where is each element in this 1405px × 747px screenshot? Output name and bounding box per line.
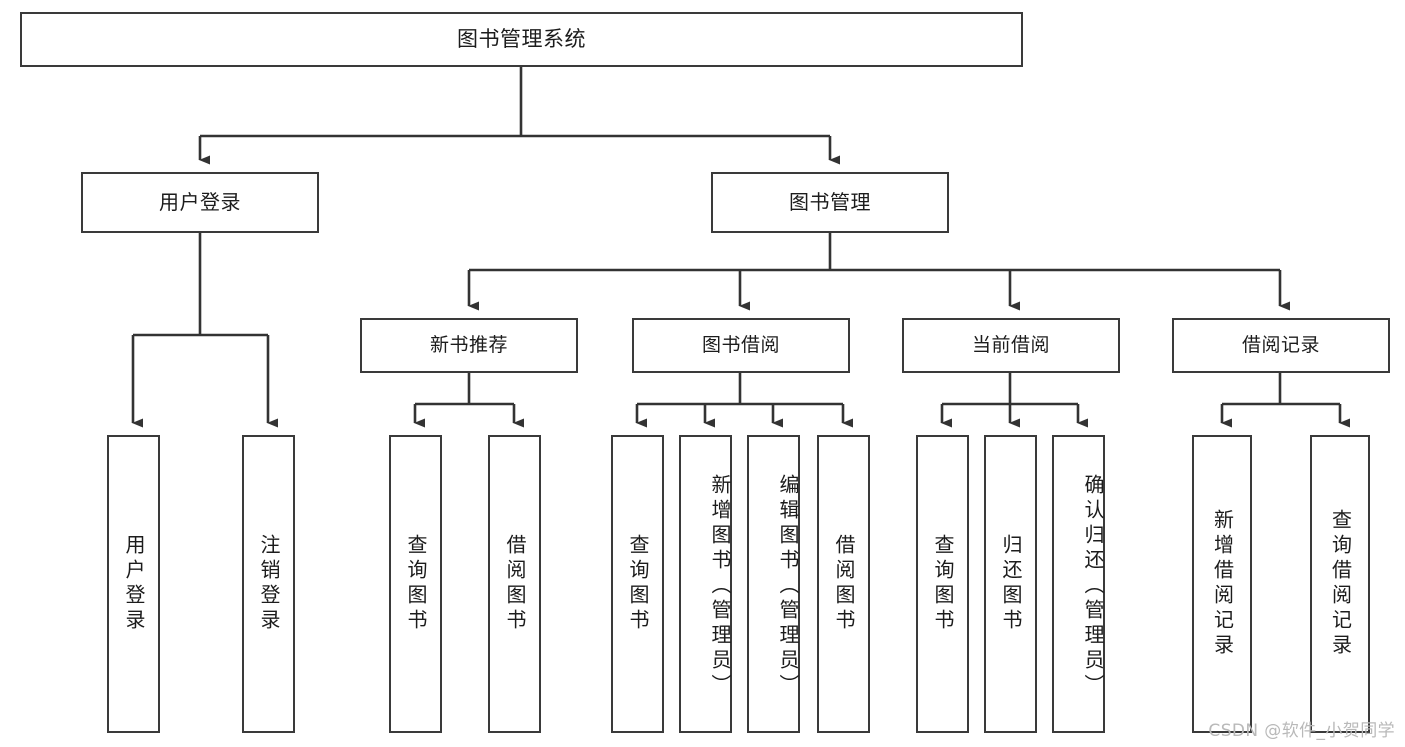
node-label: 新增图书（管理员） <box>708 473 732 699</box>
node-label: 编辑图书（管理员） <box>776 473 800 699</box>
node-leaf-query-record[interactable]: 查询借阅记录 <box>1310 435 1370 733</box>
node-label: 新增借阅记录 <box>1210 509 1235 659</box>
node-leaf-add-record[interactable]: 新增借阅记录 <box>1192 435 1252 733</box>
node-leaf-borrow-book-2[interactable]: 借阅图书 <box>817 435 870 733</box>
node-new-book-recommend[interactable]: 新书推荐 <box>360 318 578 373</box>
node-label: 查询图书 <box>626 534 650 634</box>
node-leaf-add-book[interactable]: 新增图书（管理员） <box>679 435 732 733</box>
node-label: 借阅图书 <box>503 534 527 634</box>
node-leaf-confirm-return[interactable]: 确认归还（管理员） <box>1052 435 1105 733</box>
node-leaf-logout[interactable]: 注销登录 <box>242 435 295 733</box>
node-leaf-edit-book[interactable]: 编辑图书（管理员） <box>747 435 800 733</box>
node-book-management-system[interactable]: 图书管理系统 <box>20 12 1023 67</box>
node-leaf-query-book-2[interactable]: 查询图书 <box>611 435 664 733</box>
node-label: 图书借阅 <box>701 333 780 356</box>
node-label: 图书管理系统 <box>457 26 586 51</box>
node-leaf-borrow-book-1[interactable]: 借阅图书 <box>488 435 541 733</box>
node-label: 确认归还（管理员） <box>1081 473 1105 699</box>
node-leaf-user-login[interactable]: 用户登录 <box>107 435 160 733</box>
node-label: 归还图书 <box>999 534 1023 634</box>
node-current-loan[interactable]: 当前借阅 <box>902 318 1120 373</box>
node-label: 查询图书 <box>404 534 428 634</box>
node-label: 借阅记录 <box>1241 333 1320 356</box>
node-label: 查询图书 <box>931 534 955 634</box>
node-label: 用户登录 <box>122 534 146 634</box>
node-label: 当前借阅 <box>971 333 1050 356</box>
node-leaf-return-book[interactable]: 归还图书 <box>984 435 1037 733</box>
node-label: 注销登录 <box>257 534 281 634</box>
node-book-management[interactable]: 图书管理 <box>711 172 949 233</box>
node-leaf-query-book-3[interactable]: 查询图书 <box>916 435 969 733</box>
node-label: 用户登录 <box>159 190 241 215</box>
node-loan-record[interactable]: 借阅记录 <box>1172 318 1390 373</box>
node-label: 图书管理 <box>789 190 871 215</box>
csdn-watermark: CSDN @软件_小贺同学 <box>1208 721 1395 741</box>
node-label: 借阅图书 <box>832 534 856 634</box>
node-label: 查询借阅记录 <box>1328 509 1353 659</box>
node-label: 新书推荐 <box>429 333 508 356</box>
node-book-borrow[interactable]: 图书借阅 <box>632 318 850 373</box>
node-leaf-query-book-1[interactable]: 查询图书 <box>389 435 442 733</box>
node-user-login[interactable]: 用户登录 <box>81 172 319 233</box>
